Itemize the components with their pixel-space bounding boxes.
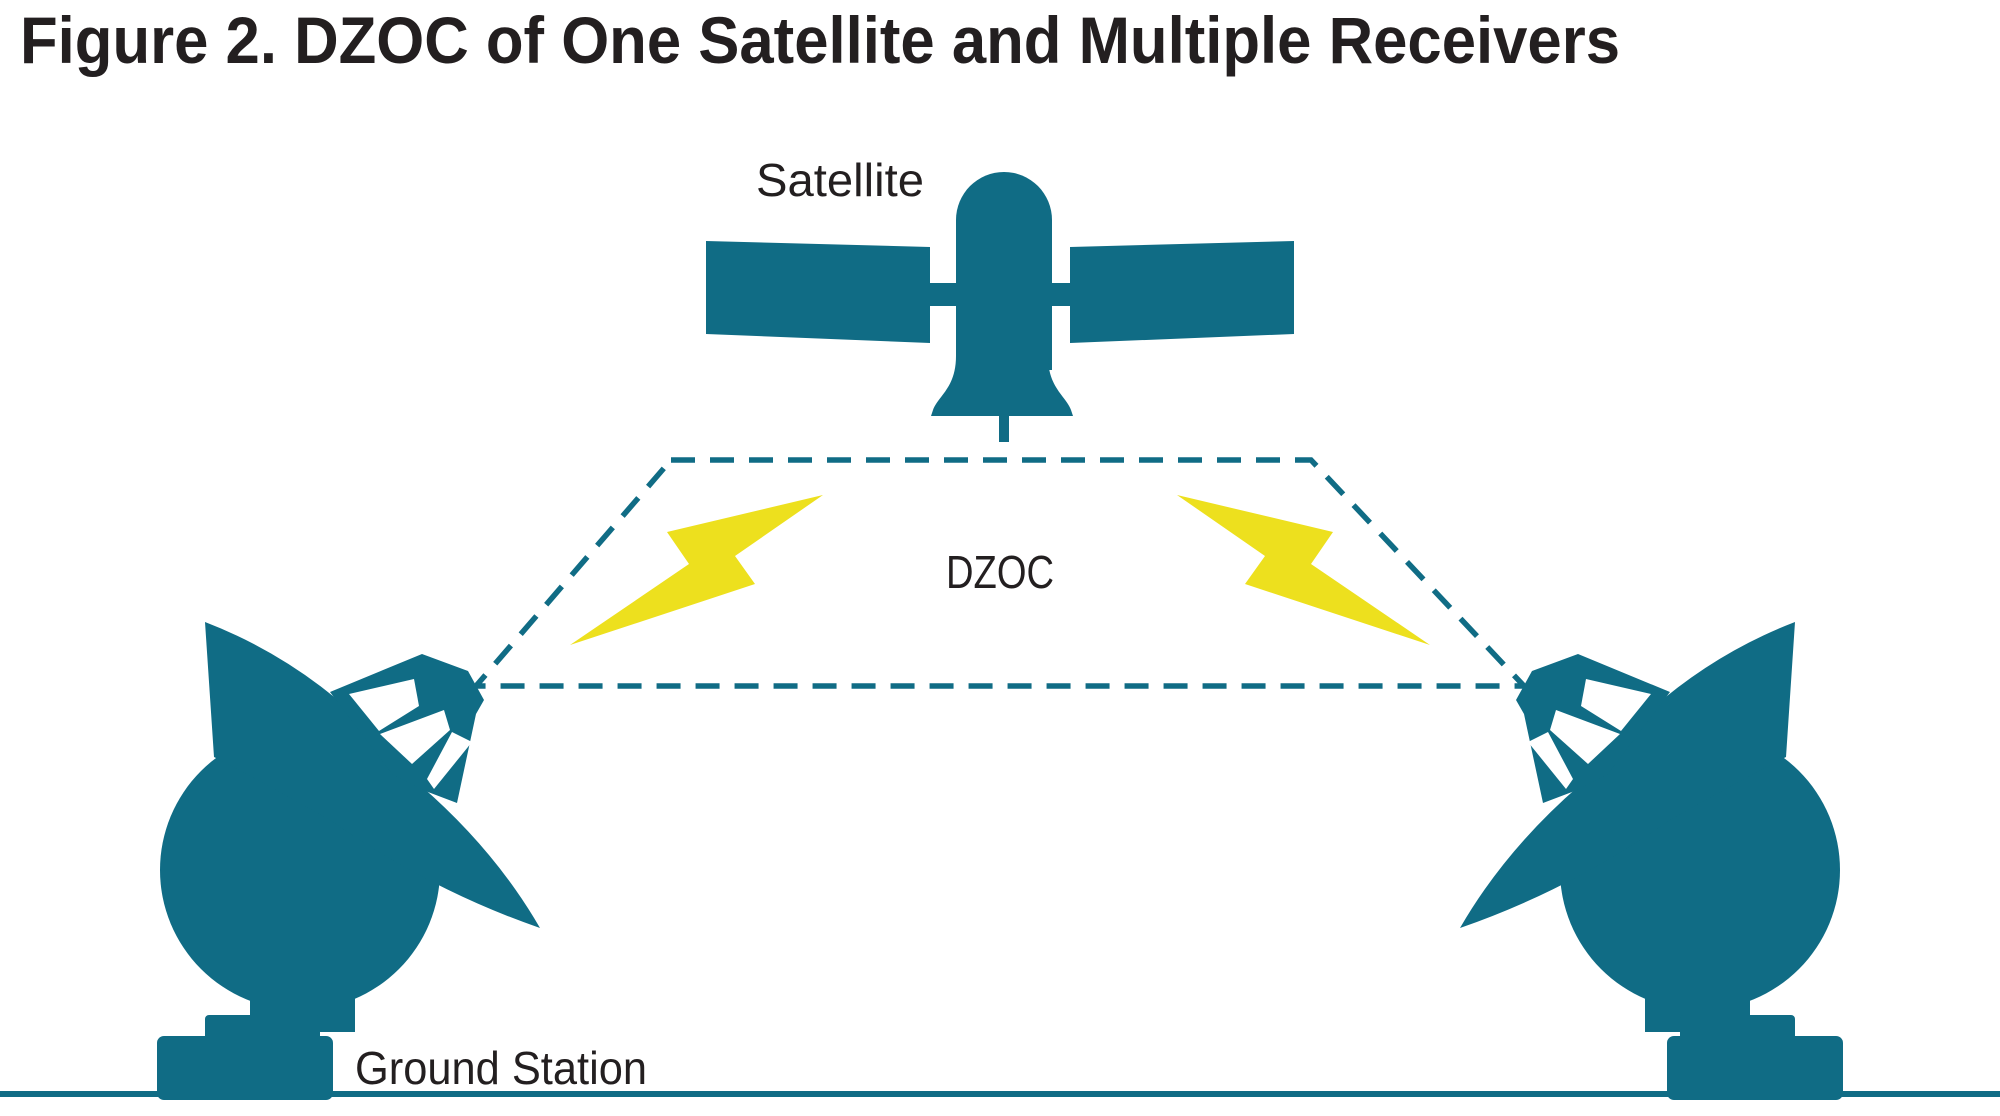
satellite-label: Satellite xyxy=(756,154,924,206)
satellite-nozzle xyxy=(931,356,1073,416)
figure-title: Figure 2. DZOC of One Satellite and Mult… xyxy=(20,3,1620,77)
ground-line xyxy=(0,1091,2000,1097)
ground-station-label: Ground Station xyxy=(355,1042,647,1094)
satellite-solar-panel-right xyxy=(1070,241,1294,343)
satellite-icon xyxy=(706,172,1294,442)
satellite-solar-panel-left xyxy=(706,241,930,343)
satellite-panel-arm-left xyxy=(924,283,960,306)
ground-station-left-icon xyxy=(157,622,540,1100)
ground-station-right-icon xyxy=(1460,622,1843,1100)
satellite-body xyxy=(956,172,1052,370)
dzoc-label: DZOC xyxy=(946,546,1054,598)
satellite-antenna xyxy=(999,416,1009,442)
signal-lightning-bolt-right xyxy=(1177,495,1430,645)
signal-lightning-bolt-left xyxy=(570,495,823,645)
